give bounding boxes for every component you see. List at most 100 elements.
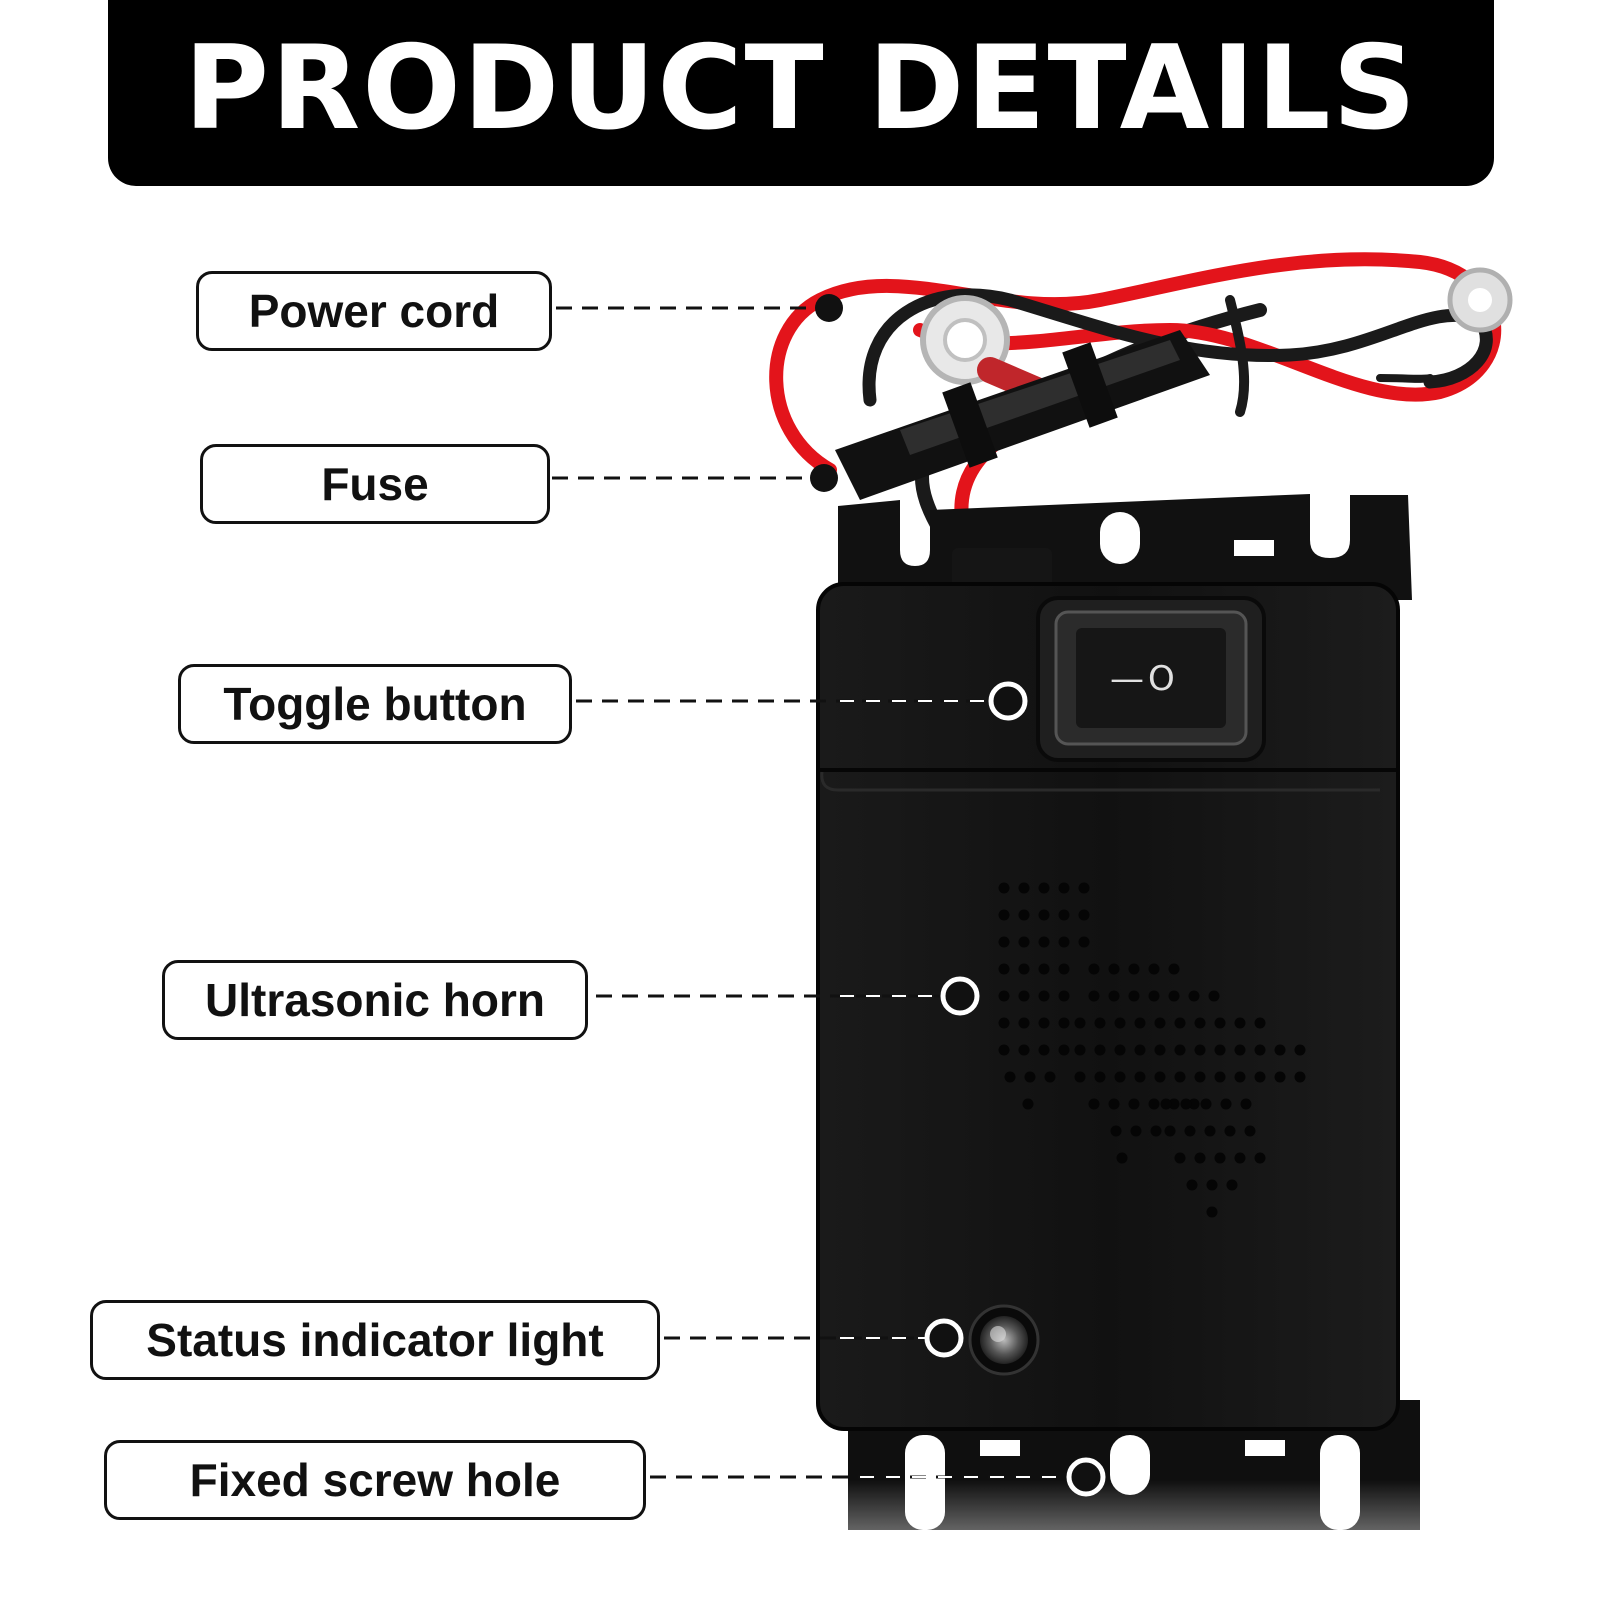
grille-hole bbox=[1224, 1125, 1236, 1137]
grille-hole bbox=[1018, 990, 1030, 1002]
label-fuse: Fuse bbox=[200, 444, 550, 524]
grille-hole bbox=[1194, 1152, 1206, 1164]
grille-hole bbox=[1254, 1071, 1266, 1083]
grille-hole bbox=[1214, 1071, 1226, 1083]
grille-hole bbox=[1058, 990, 1070, 1002]
label-power-cord: Power cord bbox=[196, 271, 552, 351]
grille-hole bbox=[1174, 1044, 1186, 1056]
grille-hole bbox=[1114, 1071, 1126, 1083]
switch-off-symbol: O bbox=[1148, 659, 1175, 699]
grille-hole bbox=[1148, 1098, 1160, 1110]
grille-hole bbox=[1108, 1098, 1120, 1110]
grille-hole bbox=[1094, 1071, 1106, 1083]
label-fixed-screw-hole: Fixed screw hole bbox=[104, 1440, 646, 1520]
grille-hole bbox=[1214, 1044, 1226, 1056]
grille-hole bbox=[1058, 936, 1070, 948]
grille-hole bbox=[1148, 990, 1160, 1002]
grille-hole bbox=[1214, 1017, 1226, 1029]
grille-hole bbox=[1294, 1044, 1306, 1056]
grille-hole bbox=[1074, 1044, 1086, 1056]
grille-hole bbox=[1078, 909, 1090, 921]
grille-hole bbox=[1194, 1017, 1206, 1029]
grille-hole bbox=[1154, 1044, 1166, 1056]
grille-hole bbox=[1108, 963, 1120, 975]
grille-hole bbox=[1044, 1071, 1056, 1083]
leader-lines-overlay bbox=[840, 700, 1066, 1478]
grille-hole bbox=[1254, 1152, 1266, 1164]
grille-hole bbox=[1018, 963, 1030, 975]
callout-markers bbox=[810, 294, 1106, 1497]
grille-hole bbox=[1234, 1017, 1246, 1029]
grille-hole bbox=[1188, 1098, 1200, 1110]
grille-hole bbox=[998, 963, 1010, 975]
grille-hole bbox=[1038, 909, 1050, 921]
toggle-switch: — O bbox=[1036, 596, 1266, 762]
device-body bbox=[816, 582, 1400, 1431]
grille-hole bbox=[1134, 1017, 1146, 1029]
grille-hole bbox=[1074, 1071, 1086, 1083]
grille-hole bbox=[998, 909, 1010, 921]
label-status-indicator-light: Status indicator light bbox=[90, 1300, 660, 1380]
grille-hole bbox=[1184, 1125, 1196, 1137]
grille-hole bbox=[1240, 1098, 1252, 1110]
grille-hole bbox=[1078, 936, 1090, 948]
grille-hole bbox=[1154, 1071, 1166, 1083]
page-title: PRODUCT DETAILS bbox=[183, 21, 1419, 156]
grille-hole bbox=[1188, 990, 1200, 1002]
grille-hole bbox=[1150, 1125, 1162, 1137]
grille-hole bbox=[1128, 1098, 1140, 1110]
grille-hole bbox=[1004, 1071, 1016, 1083]
grille-hole bbox=[1164, 1125, 1176, 1137]
grille-hole bbox=[1094, 1044, 1106, 1056]
grille-hole bbox=[1018, 1017, 1030, 1029]
grille-hole bbox=[1200, 1098, 1212, 1110]
grille-hole bbox=[1234, 1044, 1246, 1056]
grille-hole bbox=[1108, 990, 1120, 1002]
grille-hole bbox=[1094, 1017, 1106, 1029]
grille-hole bbox=[1174, 1152, 1186, 1164]
grille-hole bbox=[1204, 1125, 1216, 1137]
grille-hole bbox=[1130, 1125, 1142, 1137]
grille-hole bbox=[1078, 882, 1090, 894]
grille-hole bbox=[1114, 1044, 1126, 1056]
grille-hole bbox=[1018, 909, 1030, 921]
grille-hole bbox=[1274, 1044, 1286, 1056]
grille-hole bbox=[1168, 990, 1180, 1002]
status-led bbox=[968, 1304, 1040, 1376]
grille-hole bbox=[1128, 963, 1140, 975]
grille-hole bbox=[1186, 1179, 1198, 1191]
grille-hole bbox=[998, 1044, 1010, 1056]
grille-hole bbox=[1168, 963, 1180, 975]
label-toggle-button: Toggle button bbox=[178, 664, 572, 744]
grille-hole bbox=[1116, 1152, 1128, 1164]
grille-hole bbox=[1110, 1125, 1122, 1137]
grille-hole bbox=[1294, 1071, 1306, 1083]
grille-hole bbox=[1208, 990, 1220, 1002]
grille-hole bbox=[1234, 1152, 1246, 1164]
grille-hole bbox=[1088, 1098, 1100, 1110]
grille-hole bbox=[1220, 1098, 1232, 1110]
grille-hole bbox=[1134, 1044, 1146, 1056]
grille-hole bbox=[1174, 1071, 1186, 1083]
grille-hole bbox=[1088, 963, 1100, 975]
grille-hole bbox=[1058, 882, 1070, 894]
ring-terminal bbox=[920, 267, 1513, 413]
grille-hole bbox=[998, 990, 1010, 1002]
grille-hole bbox=[1226, 1179, 1238, 1191]
grille-hole bbox=[998, 1017, 1010, 1029]
grille-hole bbox=[1058, 1044, 1070, 1056]
grille-hole bbox=[1274, 1071, 1286, 1083]
grille-hole bbox=[1022, 1098, 1034, 1110]
grille-hole bbox=[1024, 1071, 1036, 1083]
grille-hole bbox=[1206, 1179, 1218, 1191]
grille-hole bbox=[1168, 1098, 1180, 1110]
grille-hole bbox=[1018, 1044, 1030, 1056]
grille-hole bbox=[1038, 1017, 1050, 1029]
grille-hole bbox=[1128, 990, 1140, 1002]
grille-hole bbox=[1058, 1017, 1070, 1029]
grille-hole bbox=[1194, 1044, 1206, 1056]
switch-on-symbol: — bbox=[1110, 659, 1144, 699]
grille-hole bbox=[1038, 990, 1050, 1002]
grille-hole bbox=[1214, 1152, 1226, 1164]
